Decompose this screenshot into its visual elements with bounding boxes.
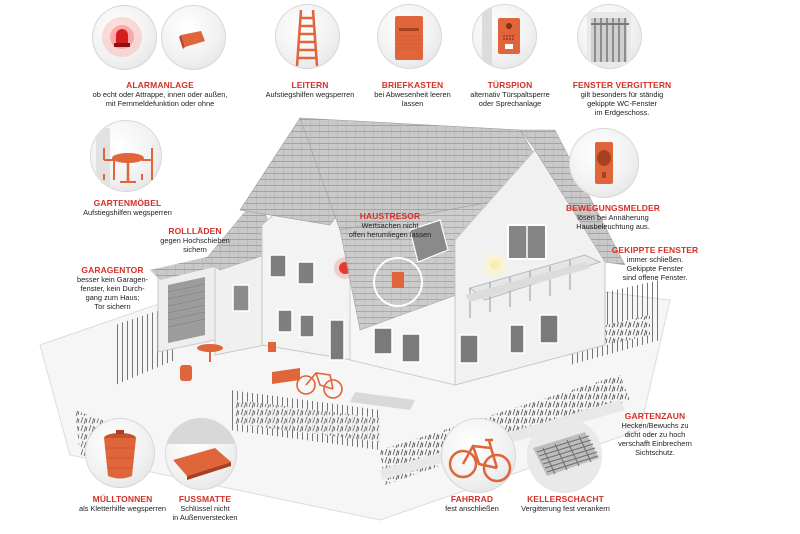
bicycle-icon xyxy=(441,418,516,493)
label-desc: gekippte WC-Fenster xyxy=(587,99,657,109)
label-desc: mit Fernmeldefunktion oder ohne xyxy=(105,99,215,109)
label-gartenmoebel: GARTENMÖBEL Aufstiegshilfen wegsperren xyxy=(70,198,185,217)
label-desc: gang zum Haus; xyxy=(85,293,140,303)
label-desc: Aufstiegshilfen wegsperren xyxy=(83,208,172,218)
label-muelltonnen: MÜLLTONNEN als Kletterhilfe wegsperren xyxy=(65,494,180,513)
intercom-icon xyxy=(472,4,537,69)
ladder-icon xyxy=(275,4,340,69)
garage xyxy=(150,254,235,353)
motion-sensor-icon xyxy=(569,128,639,198)
label-title: GARTENZAUN xyxy=(624,411,686,421)
label-tuerspion: TÜRSPION alternativ Türspaltsperre oder … xyxy=(455,80,565,108)
house-gable-right xyxy=(454,149,606,386)
label-gekippte-fenster: GEKIPPTE FENSTER immer schließen. Gekipp… xyxy=(605,245,705,282)
label-desc: ob echt oder Attrappe, innen oder außen, xyxy=(92,90,228,100)
label-title: BRIEFKASTEN xyxy=(381,80,444,90)
cellar-grate-icon xyxy=(527,418,602,493)
entrance-path xyxy=(272,368,415,410)
patio-furniture xyxy=(180,344,223,381)
annex xyxy=(204,195,281,356)
label-desc: gilt besonders für ständig xyxy=(580,90,664,100)
label-desc: gegen Hochschieben xyxy=(160,236,230,246)
window-bars-icon xyxy=(577,4,642,69)
label-title: MÜLLTONNEN xyxy=(92,494,153,504)
label-desc: Gekippte Fenster xyxy=(626,264,684,274)
label-desc: fest anschließen xyxy=(445,504,499,514)
label-fahrrad: FAHRRAD fest anschließen xyxy=(432,494,512,513)
label-kellerschacht: KELLERSCHACHT Vergitterung fest veranker… xyxy=(508,494,623,513)
label-title: HAUSTRESOR xyxy=(359,211,421,221)
alarm-box-icon xyxy=(161,5,226,70)
label-desc: immer schließen. xyxy=(626,255,684,265)
safe-highlight xyxy=(373,257,423,307)
label-gartenzaun: GARTENZAUN Hecken/Bewuchs zu dicht oder … xyxy=(600,411,710,457)
label-haustresor: HAUSTRESOR Wertsachen nicht offen heruml… xyxy=(335,211,445,239)
label-desc: Aufstiegshilfen wegsperren xyxy=(265,90,355,100)
label-desc: oder Sprechanlage xyxy=(478,99,542,109)
label-desc: Hecken/Bewuchs zu xyxy=(621,421,689,431)
bicycle xyxy=(296,372,343,399)
label-title: FAHRRAD xyxy=(450,494,494,504)
label-desc: Vergitterung fest verankern xyxy=(521,504,610,514)
label-desc: Tor sichern xyxy=(94,302,131,312)
label-desc: lösen bei Annäherung xyxy=(577,213,649,223)
label-title: GEKIPPTE FENSTER xyxy=(611,245,699,255)
alarm-siren-icon xyxy=(92,5,157,70)
roof-right xyxy=(519,129,626,266)
garden-furniture-icon xyxy=(90,120,162,192)
label-desc: bei Abwesenheit leeren xyxy=(374,90,451,100)
label-leitern: LEITERN Aufstiegshilfen wegsperren xyxy=(255,80,365,99)
label-title: BEWEGUNGSMELDER xyxy=(565,203,661,213)
label-desc: sind offene Fenster. xyxy=(622,273,688,283)
label-desc: fenster, kein Durch- xyxy=(80,284,145,294)
label-desc: Wertsachen nicht xyxy=(361,221,419,231)
label-desc: Sichtschutz. xyxy=(635,448,675,458)
label-desc: alternativ Türspaltsperre xyxy=(470,90,550,100)
label-title: GARAGENTOR xyxy=(81,265,144,275)
doormat-icon xyxy=(165,418,237,490)
label-briefkasten: BRIEFKASTEN bei Abwesenheit leeren lasse… xyxy=(365,80,460,108)
label-desc: im Erdgeschoss. xyxy=(594,108,650,118)
label-alarmanlage: ALARMANLAGE ob echt oder Attrappe, innen… xyxy=(70,80,250,108)
label-fenster-vergittern: FENSTER VERGITTERN gilt besonders für st… xyxy=(567,80,677,117)
mailbox-icon xyxy=(377,4,442,69)
label-desc: in Außenverstecken xyxy=(172,513,238,523)
label-desc: dicht oder zu hoch xyxy=(624,430,686,440)
label-desc: sichern xyxy=(183,245,207,255)
balcony xyxy=(465,254,602,318)
label-title: ROLLLÄDEN xyxy=(168,226,222,236)
label-rolllaeden: ROLLLÄDEN gegen Hochschieben sichern xyxy=(145,226,245,254)
label-desc: Schlüssel nicht xyxy=(180,504,230,514)
label-fussmatte: FUSSMATTE Schlüssel nicht in Außenverste… xyxy=(165,494,245,522)
label-bewegungsmelder: BEWEGUNGSMELDER lösen bei Annäherung Hau… xyxy=(558,203,668,231)
label-title: GARTENMÖBEL xyxy=(93,198,162,208)
label-desc: lassen xyxy=(401,99,424,109)
label-desc: als Kletterhilfe wegsperren xyxy=(78,504,167,514)
label-desc: besser kein Garagen- xyxy=(76,275,149,285)
label-desc: verschafft Einbrechern xyxy=(618,439,692,449)
label-title: KELLERSCHACHT xyxy=(527,494,604,504)
label-title: TÜRSPION xyxy=(487,80,533,90)
label-garagentor: GARAGENTOR besser kein Garagen- fenster,… xyxy=(65,265,160,311)
label-title: FENSTER VERGITTERN xyxy=(572,80,672,90)
label-title: ALARMANLAGE xyxy=(126,80,194,90)
label-desc: offen herumliegen lassen xyxy=(348,230,432,240)
label-title: LEITERN xyxy=(291,80,329,90)
label-desc: Hausbeleuchtung aus. xyxy=(576,222,650,232)
label-title: FUSSMATTE xyxy=(178,494,232,504)
garbage-can-icon xyxy=(85,418,155,488)
